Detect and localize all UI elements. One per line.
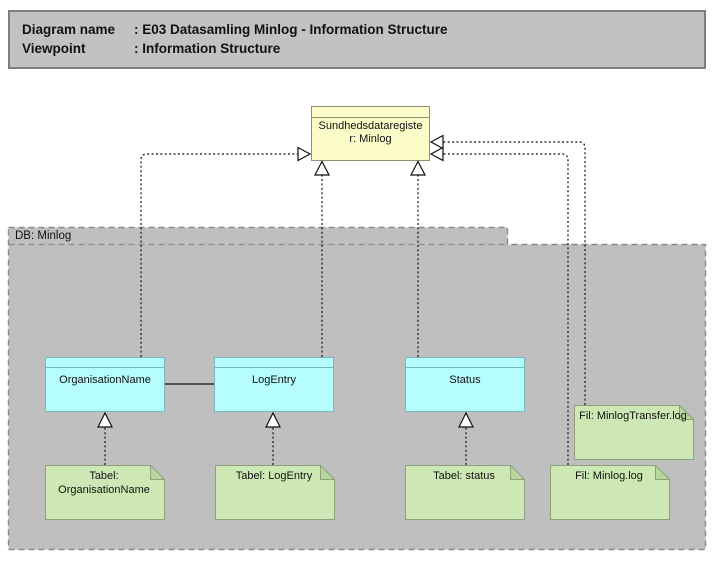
realization-organisationname-to-register[interactable] xyxy=(140,146,312,358)
realization-tabel-organisationname-to-organisationname[interactable] xyxy=(97,411,113,465)
artifact-tabel-organisationname[interactable]: Tabel: OrganisationName xyxy=(45,465,165,520)
realization-tabel-status-to-status[interactable] xyxy=(458,411,474,465)
realization-status-to-register[interactable] xyxy=(410,160,426,358)
fil-minlogtransfer-log-label: Fil: MinlogTransfer.log xyxy=(579,410,687,422)
hollow-triangle-arrowhead xyxy=(429,146,444,162)
artifact-fil-minlog-log[interactable]: Fil: Minlog.log xyxy=(550,465,670,520)
viewpoint-label: Viewpoint xyxy=(22,41,86,56)
hollow-triangle-arrowhead xyxy=(265,411,281,428)
artifact-fil-minlogtransfer-log[interactable]: Fil: MinlogTransfer.log xyxy=(574,405,694,460)
artifact-tabel-status[interactable]: Tabel: status xyxy=(405,465,525,520)
object-logentry[interactable]: LogEntry xyxy=(214,357,334,412)
diagram-name-row: Diagram name : E03 Datasamling Minlog - I… xyxy=(22,20,694,39)
realization-fil-minlog-log-to-register[interactable] xyxy=(429,146,569,466)
hollow-triangle-arrowhead xyxy=(97,411,113,428)
register-label: Sundhedsdataregister: Minlog xyxy=(318,120,423,145)
organisationname-label: OrganisationName xyxy=(59,374,151,386)
object-organisationname[interactable]: OrganisationName xyxy=(45,357,165,412)
status-header-strip xyxy=(406,358,524,368)
object-status[interactable]: Status xyxy=(405,357,525,412)
viewpoint-row: Viewpoint : Information Structure xyxy=(22,39,694,58)
hollow-triangle-arrowhead xyxy=(314,160,330,176)
hollow-triangle-arrowhead xyxy=(297,146,312,162)
tabel-logentry-label: Tabel: LogEntry xyxy=(235,470,313,482)
artifact-tabel-logentry[interactable]: Tabel: LogEntry xyxy=(215,465,335,520)
diagram-title-bar: Diagram name : E03 Datasamling Minlog - I… xyxy=(8,10,706,69)
tabel-status-label: Tabel: status xyxy=(433,470,495,482)
realization-logentry-to-register[interactable] xyxy=(314,160,330,358)
organisationname-header-strip xyxy=(46,358,164,368)
diagram-name-value: : E03 Datasamling Minlog - Information S… xyxy=(134,22,448,37)
object-sundhedsdataregister-minlog[interactable]: Sundhedsdataregister: Minlog xyxy=(311,106,430,161)
diagram-name-label: Diagram name xyxy=(22,22,116,37)
viewpoint-value: : Information Structure xyxy=(134,41,281,56)
fil-minlog-log-label: Fil: Minlog.log xyxy=(575,470,643,482)
logentry-label: LogEntry xyxy=(251,374,297,386)
tabel-organisationname-label: Tabel: OrganisationName xyxy=(58,470,150,496)
hollow-triangle-arrowhead xyxy=(429,134,444,150)
logentry-header-strip xyxy=(215,358,333,368)
hollow-triangle-arrowhead xyxy=(458,411,474,428)
register-header-strip xyxy=(312,107,429,118)
status-label: Status xyxy=(449,374,481,386)
hollow-triangle-arrowhead xyxy=(410,160,426,176)
group-db-minlog-label: DB: Minlog xyxy=(15,230,72,242)
realization-tabel-logentry-to-logentry[interactable] xyxy=(265,411,281,465)
